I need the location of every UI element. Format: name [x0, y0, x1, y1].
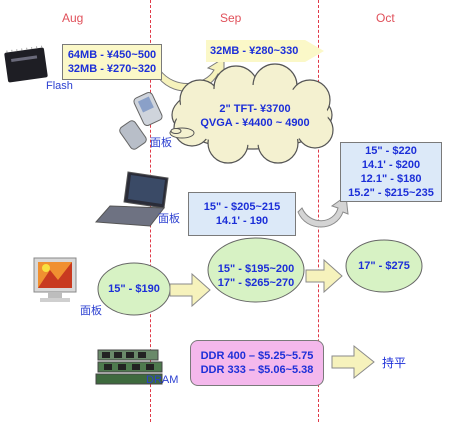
flash-sep-line-1: 32MB - ¥280~330 — [210, 45, 299, 57]
monitor-arrow-2 — [305, 258, 343, 294]
dram-oct-label: 持平 — [382, 356, 407, 370]
dram-module-icon — [95, 349, 163, 385]
monitor-aug-text: 15" - $190 — [98, 282, 170, 296]
dram-sep-line-1: DDR 400 – $5.25~5.75 — [200, 350, 314, 362]
mobile-phone-icon — [119, 91, 163, 150]
dram-sep-line-2: DDR 333 – $5.06~5.38 — [200, 364, 314, 376]
notebook-oct-line-1: 15" - $220 — [365, 145, 417, 157]
monitor-label: 面板 — [80, 305, 102, 317]
notebook-oct-line-2: 14.1' - $200 — [361, 159, 421, 171]
monitor-sep-ellipse — [207, 237, 305, 303]
notebook-sep-line-1: 15" - $205~215 — [203, 201, 281, 213]
month-aug: Aug — [62, 11, 84, 25]
notebook-icon — [94, 171, 169, 227]
dram-arrow — [331, 344, 375, 380]
monitor-icon — [33, 257, 77, 302]
notebook-curved-arrow — [297, 195, 349, 228]
flash-sep-arrow-box — [206, 40, 324, 62]
flash-aug-line-2: 32MB - ¥270~320 — [67, 63, 157, 75]
monitor-arrow-1 — [169, 272, 211, 308]
notebook-label: 面板 — [158, 213, 180, 225]
monitor-aug-line-1: 15" - $190 — [108, 283, 160, 295]
phone-sep-line-1: 2" TFT- ¥3700 — [219, 103, 291, 115]
dram-label: DRAM — [146, 374, 179, 386]
flash-aug-box: 64MB - ¥450~500 32MB - ¥270~320 — [62, 44, 162, 80]
divider-sep-oct — [318, 0, 319, 422]
phone-cloud-text: 2" TFT- ¥3700 QVGA - ¥4400 ~ 4900 — [190, 102, 320, 130]
monitor-oct-text: 17" - $275 — [346, 259, 422, 273]
cloud-bubble-small — [170, 128, 182, 134]
flash-label: Flash — [46, 80, 73, 92]
notebook-sep-box: 15" - $205~215 14.1' - 190 — [188, 192, 296, 236]
notebook-oct-line-4: 15.2" - $215~235 — [348, 187, 434, 199]
monitor-sep-line-1: 15" - $195~200 — [217, 263, 295, 275]
monitor-oct-line-1: 17" - $275 — [358, 260, 410, 272]
notebook-oct-line-3: 12.1" - $180 — [360, 173, 422, 185]
dram-sep-box: DDR 400 – $5.25~5.75 DDR 333 – $5.06~5.3… — [190, 340, 324, 386]
notebook-oct-box: 15" - $220 14.1' - $200 12.1" - $180 15.… — [340, 142, 442, 202]
monitor-oct-ellipse — [345, 239, 423, 293]
month-oct: Oct — [376, 11, 395, 25]
phone-sep-line-2: QVGA - ¥4400 ~ 4900 — [200, 117, 310, 129]
flash-chip-icon — [4, 45, 48, 83]
notebook-sep-line-2: 14.1' - 190 — [215, 215, 269, 227]
flash-aug-line-1: 64MB - ¥450~500 — [67, 49, 157, 61]
month-sep: Sep — [220, 11, 242, 25]
phone-label: 面板 — [150, 137, 172, 149]
monitor-sep-line-2: 17" - $265~270 — [217, 277, 295, 289]
monitor-sep-text: 15" - $195~200 17" - $265~270 — [208, 262, 304, 290]
